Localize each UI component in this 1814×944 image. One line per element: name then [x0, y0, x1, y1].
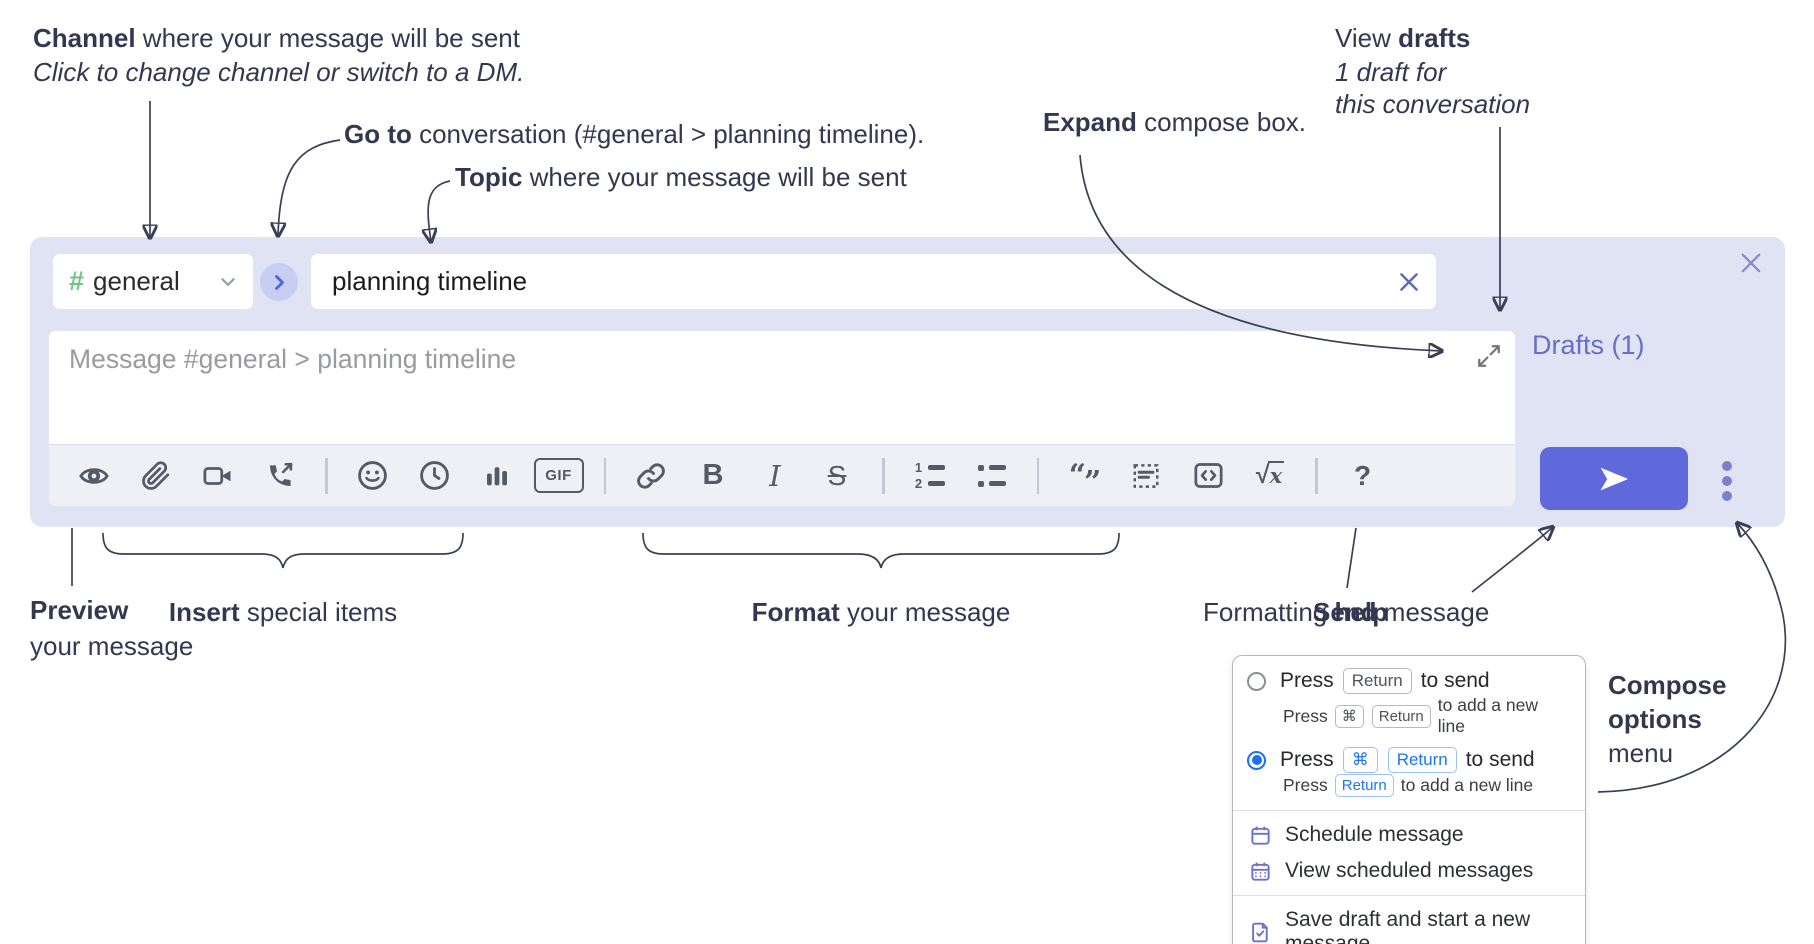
compose-toolbar: GIF B I S 1 2: [49, 444, 1515, 506]
help-icon[interactable]: ?: [1332, 452, 1394, 500]
bulleted-list-icon[interactable]: [961, 452, 1023, 500]
channel-hash-icon: #: [69, 266, 85, 296]
strikethrough-icon[interactable]: S: [806, 452, 868, 500]
annotation-preview: Preview: [30, 595, 129, 625]
kbd-return: Return: [1334, 774, 1394, 797]
menu-item-save-draft[interactable]: Save draft and start a new message: [1233, 902, 1585, 944]
topic-input-wrap: [310, 253, 1437, 310]
italic-icon[interactable]: I: [744, 452, 806, 500]
chevron-right-icon: [269, 272, 290, 293]
kbd-return: Return: [1371, 704, 1431, 728]
clear-topic-button[interactable]: [1396, 269, 1422, 295]
annotation-formatting-help: Formatting help: [1203, 597, 1388, 627]
annotation-insert: Insert special items: [168, 597, 398, 627]
annotation-preview-line2: your message: [30, 631, 194, 661]
annotation-channel: Channel where your message will be sent: [33, 23, 520, 53]
math-icon[interactable]: √x: [1239, 452, 1301, 500]
attach-paperclip-icon[interactable]: [125, 452, 187, 500]
annotation-send: Send message: [1313, 597, 1490, 627]
emoji-icon[interactable]: [342, 452, 404, 500]
poll-chart-icon[interactable]: [466, 452, 528, 500]
toolbar-divider: [1315, 457, 1318, 494]
toolbar-divider: [882, 457, 885, 494]
radio-selected[interactable]: [1247, 750, 1266, 770]
link-icon[interactable]: [620, 452, 682, 500]
calendar-icon: [1249, 824, 1272, 847]
option-enter-sends[interactable]: Press Return to send: [1233, 665, 1585, 694]
channel-name: general: [93, 266, 180, 296]
annotation-drafts-line3: this conversation: [1335, 89, 1531, 119]
toolbar-divider: [1036, 457, 1039, 494]
radio-unselected[interactable]: [1247, 671, 1266, 691]
kbd-cmd: ⌘: [1334, 704, 1364, 728]
send-plane-icon: [1597, 462, 1631, 496]
popup-divider: [1233, 810, 1585, 811]
chevron-down-icon: [219, 273, 237, 291]
quote-icon[interactable]: “”: [1053, 452, 1115, 500]
video-call-icon[interactable]: [187, 452, 249, 500]
topic-input[interactable]: [311, 266, 1396, 297]
kbd-return: Return: [1342, 668, 1412, 694]
toolbar-divider: [603, 457, 606, 494]
annotation-expand: Expand compose box.: [1043, 107, 1307, 137]
calendar-grid-icon: [1249, 860, 1272, 883]
annotation-view-drafts: View drafts: [1335, 23, 1471, 53]
compose-options-popup: Press Return to send Press ⌘ Return to a…: [1232, 655, 1586, 944]
annotation-drafts-line2: 1 draft for: [1335, 57, 1447, 87]
channel-selector[interactable]: # general: [52, 253, 254, 310]
compose-options-menu-button[interactable]: [1712, 457, 1742, 505]
compose-box: # general: [30, 237, 1785, 527]
message-input[interactable]: [49, 331, 1515, 444]
bold-icon[interactable]: B: [682, 452, 744, 500]
draft-doc-check-icon: [1249, 921, 1272, 944]
preview-eye-icon[interactable]: [63, 452, 125, 500]
annotation-channel-hint: Click to change channel or switch to a D…: [33, 57, 525, 87]
toolbar-divider: [325, 457, 328, 494]
option-cmd-enter-sends[interactable]: Press ⌘ Return to send: [1233, 744, 1585, 773]
annotation-goto: Go to conversation (#general > planning …: [344, 119, 925, 149]
menu-item-schedule-message[interactable]: Schedule message: [1233, 817, 1585, 853]
send-button[interactable]: [1540, 447, 1688, 510]
popup-divider: [1233, 895, 1585, 896]
kbd-cmd: ⌘: [1342, 747, 1378, 773]
drafts-link[interactable]: Drafts (1): [1532, 330, 1645, 360]
gif-icon[interactable]: GIF: [528, 452, 590, 500]
option-enter-sends-hint: Press ⌘ Return to add a new line: [1283, 695, 1538, 736]
numbered-list-icon[interactable]: 1 2: [899, 452, 961, 500]
spoiler-icon[interactable]: [1115, 452, 1177, 500]
close-compose-button[interactable]: [1734, 246, 1768, 280]
goto-conversation-button[interactable]: [260, 263, 298, 301]
audio-call-icon[interactable]: [249, 452, 311, 500]
expand-compose-icon[interactable]: [1475, 343, 1503, 371]
annotation-format: Format your message: [751, 597, 1011, 627]
message-panel: GIF B I S 1 2: [48, 330, 1516, 507]
code-icon[interactable]: [1177, 452, 1239, 500]
annotation-compose-options: Compose options menu: [1608, 670, 1727, 768]
time-clock-icon[interactable]: [404, 452, 466, 500]
annotation-topic: Topic where your message will be sent: [455, 162, 907, 192]
menu-item-view-scheduled[interactable]: View scheduled messages: [1233, 853, 1585, 889]
kbd-return: Return: [1387, 747, 1457, 773]
option-cmd-enter-sends-hint: Press Return to add a new line: [1283, 774, 1534, 797]
